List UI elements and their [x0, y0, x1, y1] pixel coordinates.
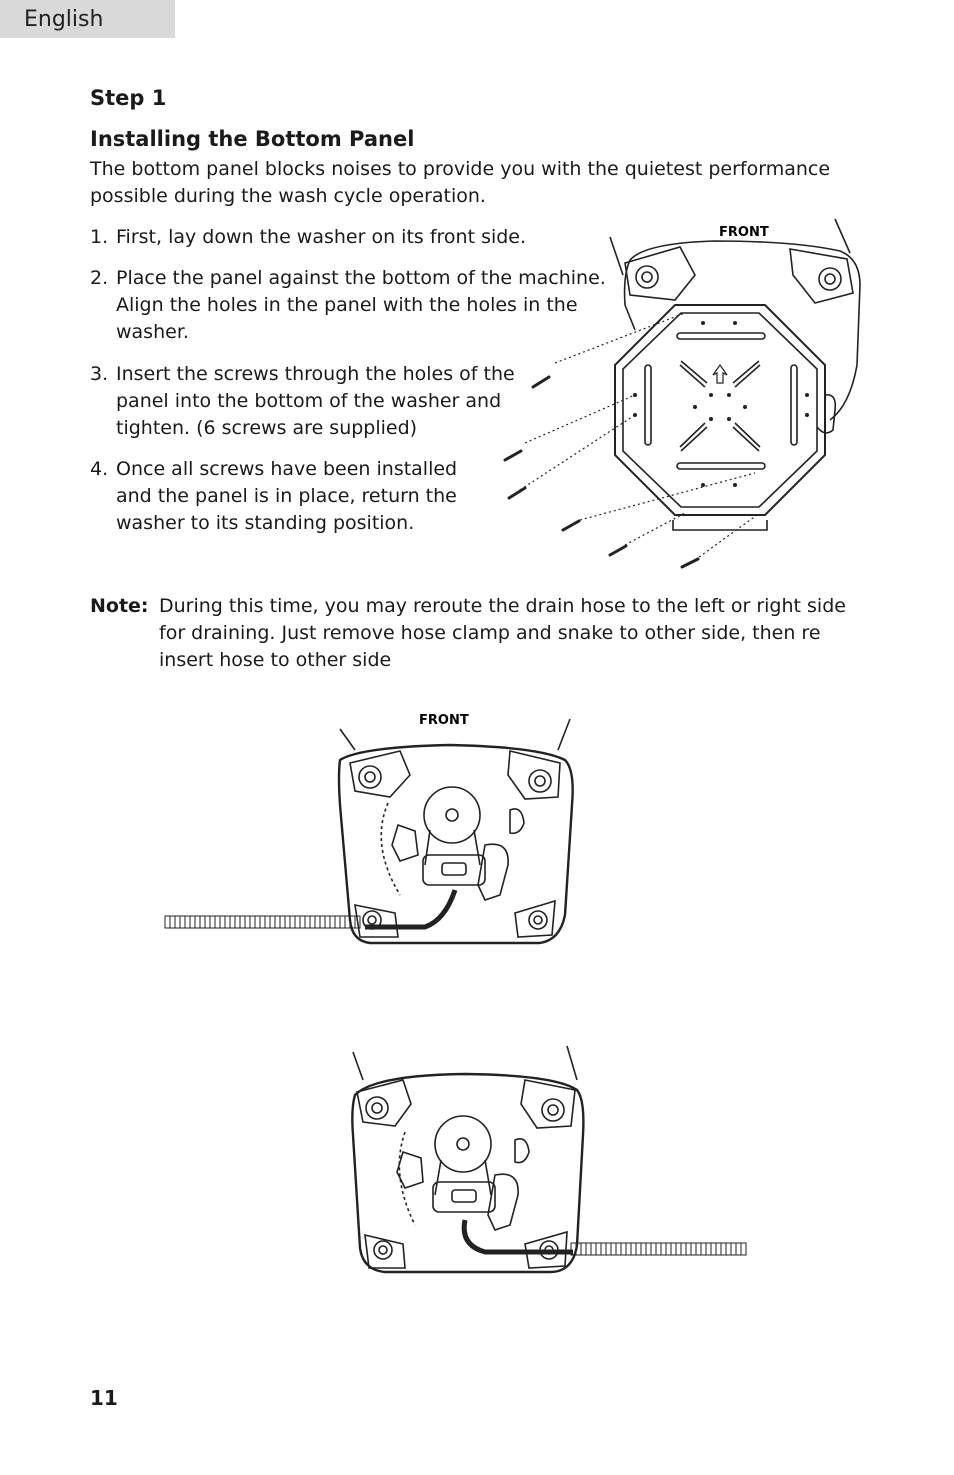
language-tab: English: [0, 0, 175, 38]
bottom-panel-diagram: FRONT: [503, 218, 861, 569]
step-number: 1.: [90, 226, 109, 248]
step-line: Place the panel against the bottom of th…: [116, 267, 606, 289]
hose-left-diagram: FRONT: [164, 713, 574, 945]
note-block: Note: During this time, you may reroute …: [90, 593, 850, 674]
step-number: 3.: [90, 363, 109, 385]
step-line: Insert the screws through the holes of t…: [116, 363, 515, 385]
intro-paragraph: The bottom panel blocks noises to provid…: [90, 158, 831, 207]
panel-front-label: FRONT: [719, 225, 769, 240]
note-label: Note:: [90, 595, 149, 617]
instruction-step-4: 4. Once all screws have been installed a…: [90, 456, 457, 537]
instruction-step-2: 2. Place the panel against the bottom of…: [90, 265, 606, 346]
page-number: 11: [90, 1386, 118, 1410]
note-text: During this time, you may reroute the dr…: [159, 593, 850, 674]
step-line: First, lay down the washer on its front …: [116, 226, 527, 248]
step-line: washer to its standing position.: [116, 512, 415, 534]
hose-right-diagram: [351, 1045, 747, 1274]
hose-front-label: FRONT: [419, 713, 469, 728]
instruction-step-3: 3. Insert the screws through the holes o…: [90, 361, 515, 442]
step-line: Align the holes in the panel with the ho…: [116, 294, 578, 316]
note-line: for draining. Just remove hose clamp and…: [159, 622, 821, 644]
note-line: During this time, you may reroute the dr…: [159, 595, 846, 617]
step-line: Once all screws have been installed: [116, 458, 458, 480]
step-line: washer.: [116, 321, 189, 343]
step-line: tighten. (6 screws are supplied): [116, 417, 418, 439]
step-line: and the panel is in place, return the: [116, 485, 457, 507]
step-line: panel into the bottom of the washer and: [116, 390, 502, 412]
section-title: Installing the Bottom Panel: [90, 127, 415, 151]
instruction-step-1: 1. First, lay down the washer on its fro…: [90, 224, 526, 251]
step-number: 2.: [90, 267, 109, 289]
step-title: Step 1: [90, 86, 167, 110]
step-number: 4.: [90, 458, 109, 480]
note-line: insert hose to other side: [159, 649, 392, 671]
